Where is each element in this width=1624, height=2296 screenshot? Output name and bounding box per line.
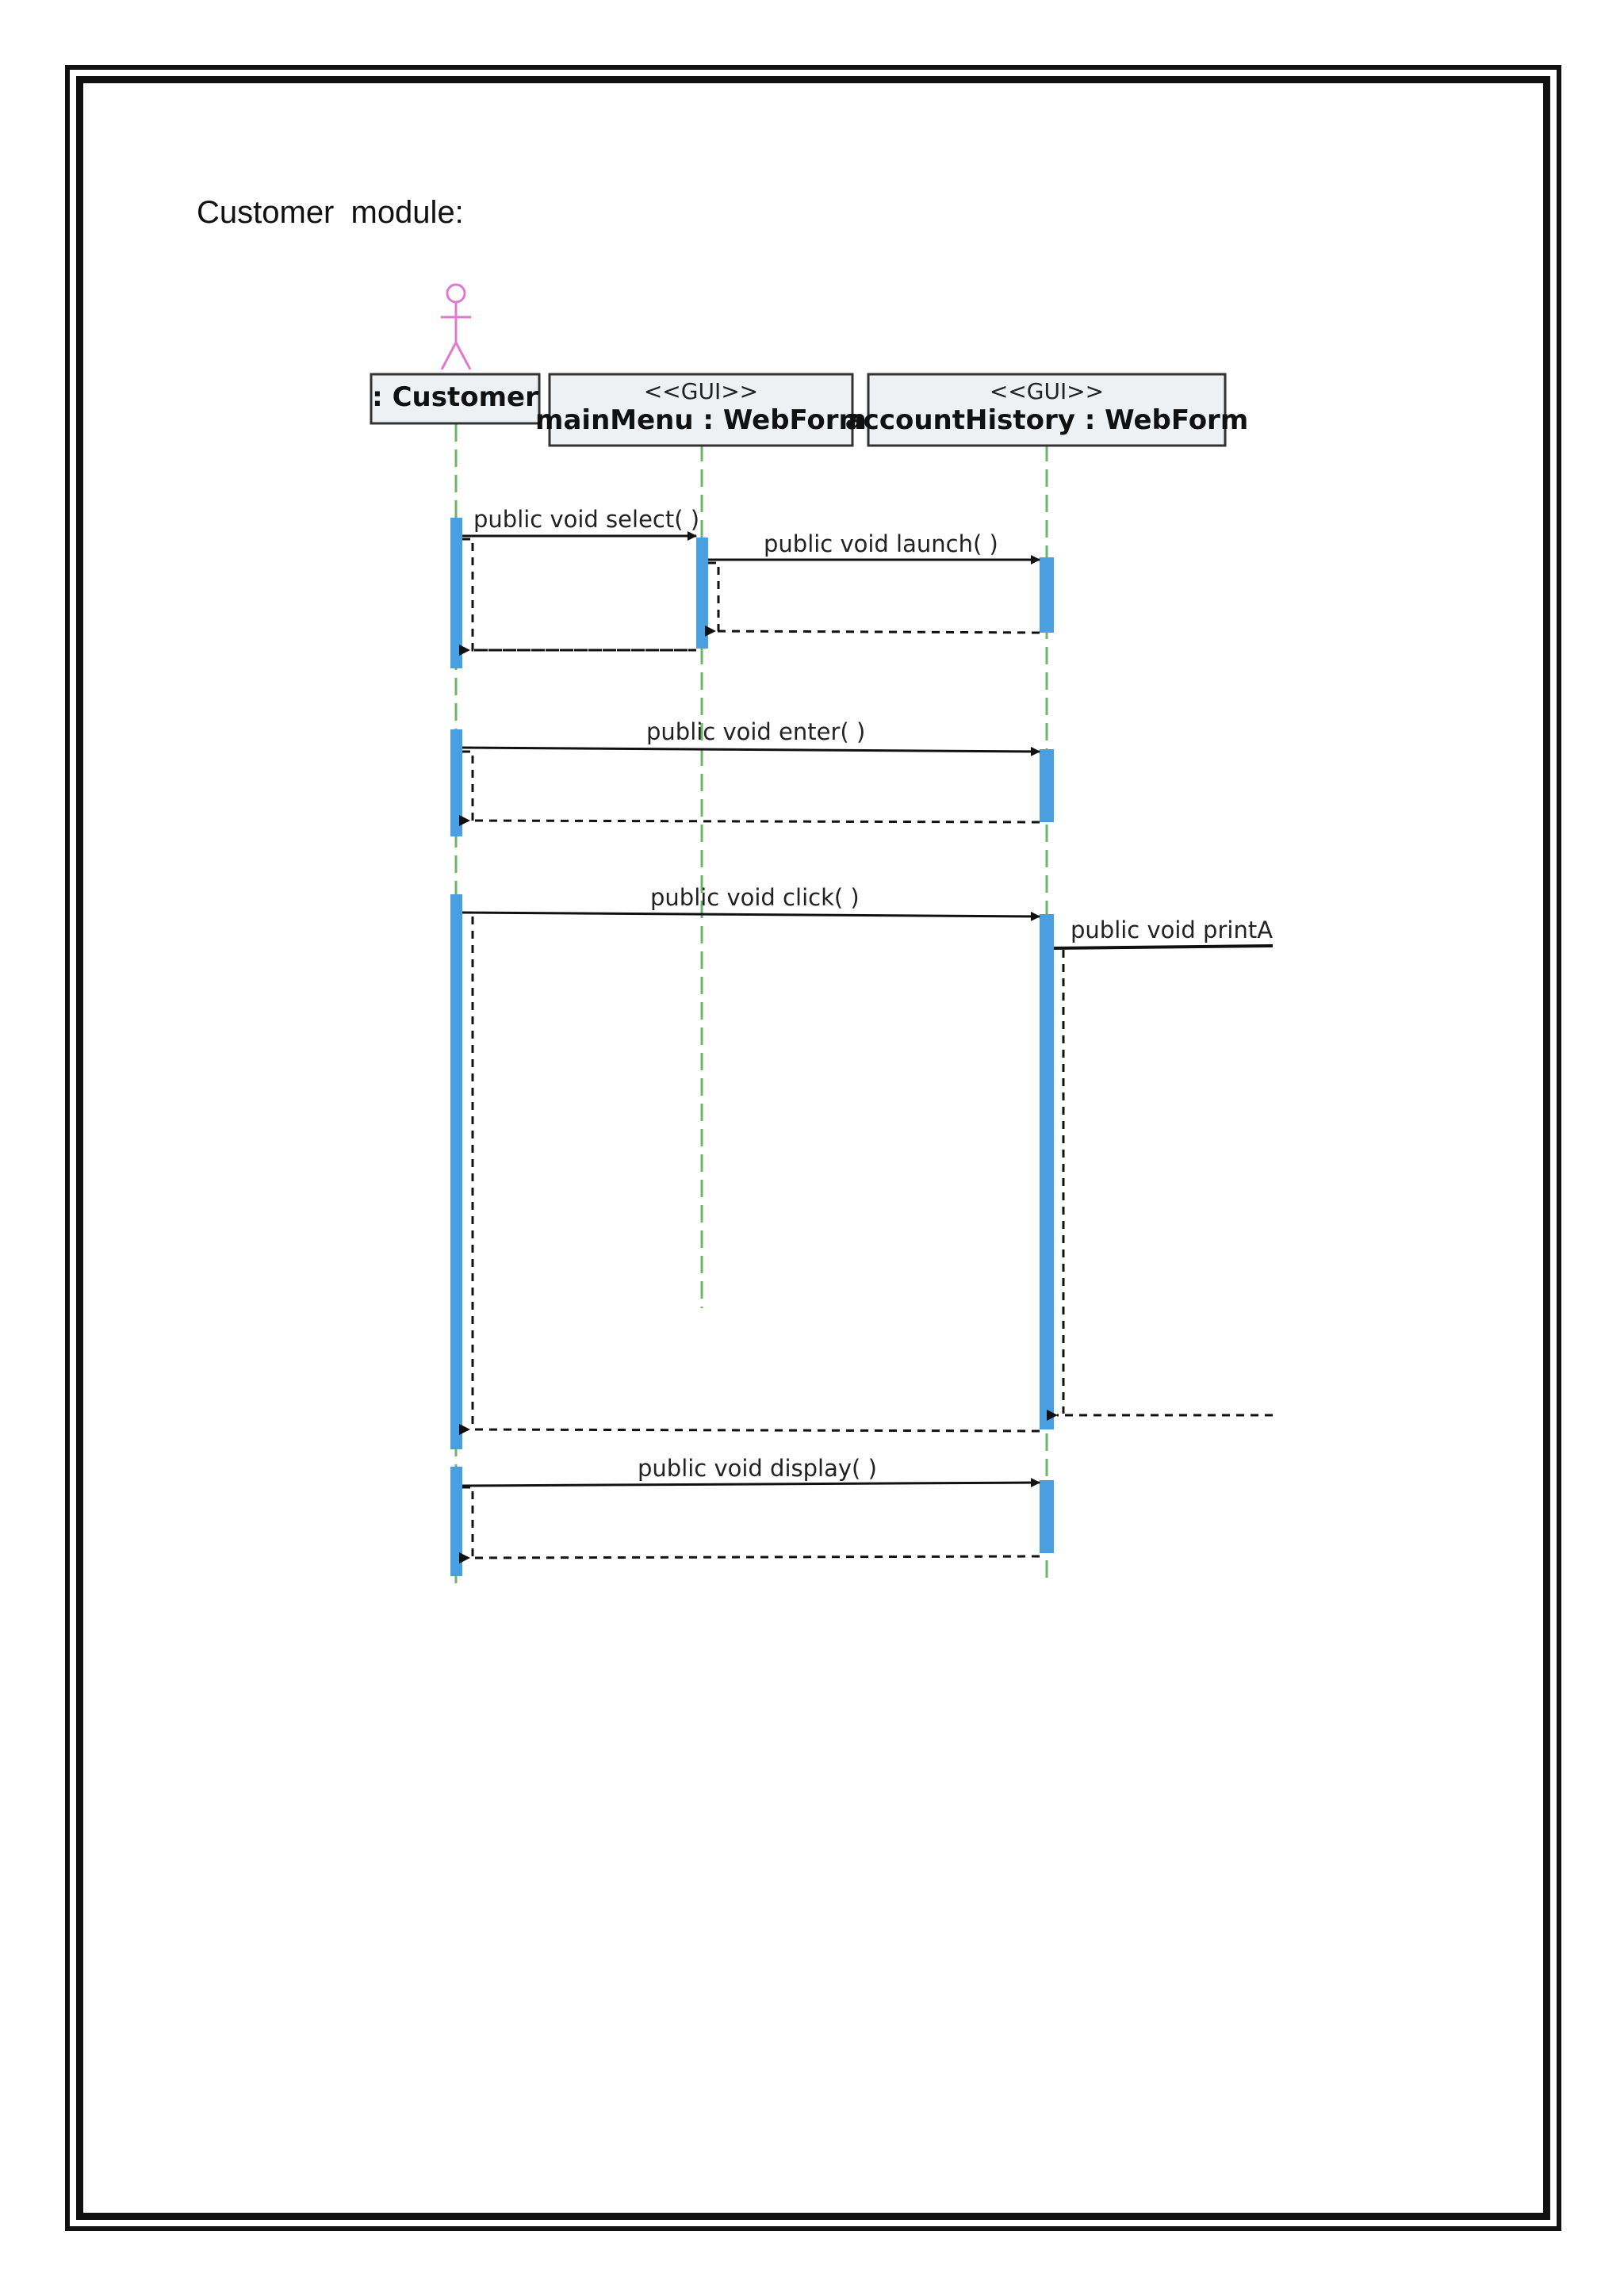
activation-customer-2 (450, 729, 462, 836)
message-enter-arrow (462, 746, 1040, 756)
activation-bars (450, 518, 1054, 1576)
participant-accounthistory: <<GUI>> accountHistory : WebForm (845, 373, 1249, 447)
message-display-arrow (462, 1478, 1040, 1488)
activation-accounthistory-1 (1040, 557, 1054, 633)
message-printa-arrow (1053, 944, 1274, 950)
participant-mainmenu: <<GUI>> mainMenu : WebForm (535, 373, 867, 447)
activation-accounthistory-4 (1040, 1480, 1054, 1553)
activation-customer-3 (450, 894, 462, 1449)
page-border-outer (65, 65, 1561, 2231)
message-display-label: public void display( ) (638, 1455, 877, 1482)
message-select-label: public void select( ) (473, 506, 699, 533)
activation-customer-4 (450, 1467, 462, 1576)
actor-icon (440, 283, 472, 370)
message-click-label: public void click( ) (650, 884, 860, 911)
participant-mainmenu-stereotype: <<GUI>> (644, 378, 758, 404)
message-click-return (458, 1423, 1040, 1435)
message-enter-return (462, 750, 474, 821)
message-select-return (462, 538, 696, 652)
activation-accounthistory-2 (1040, 749, 1054, 822)
message-click-arrow (462, 911, 1040, 921)
activation-mainmenu-1 (696, 538, 708, 649)
message-printa-label: public void printA (1071, 916, 1273, 943)
activation-customer-1 (450, 518, 462, 668)
participant-mainmenu-name: mainMenu : WebForm (535, 404, 867, 436)
message-launch-return (708, 561, 720, 631)
page-border-inner (76, 76, 1550, 2220)
activation-accounthistory-3 (1040, 914, 1054, 1429)
participant-accounthistory-stereotype: <<GUI>> (990, 378, 1104, 404)
participant-accounthistory-name: accountHistory : WebForm (845, 404, 1249, 436)
page-heading: Customer module: (197, 195, 464, 230)
participant-customer: : Customer (370, 373, 541, 425)
participant-customer-name: : Customer (372, 381, 538, 413)
message-launch-label: public void launch( ) (764, 530, 998, 557)
message-display-return (462, 1486, 474, 1558)
message-enter-label: public void enter( ) (646, 718, 865, 745)
